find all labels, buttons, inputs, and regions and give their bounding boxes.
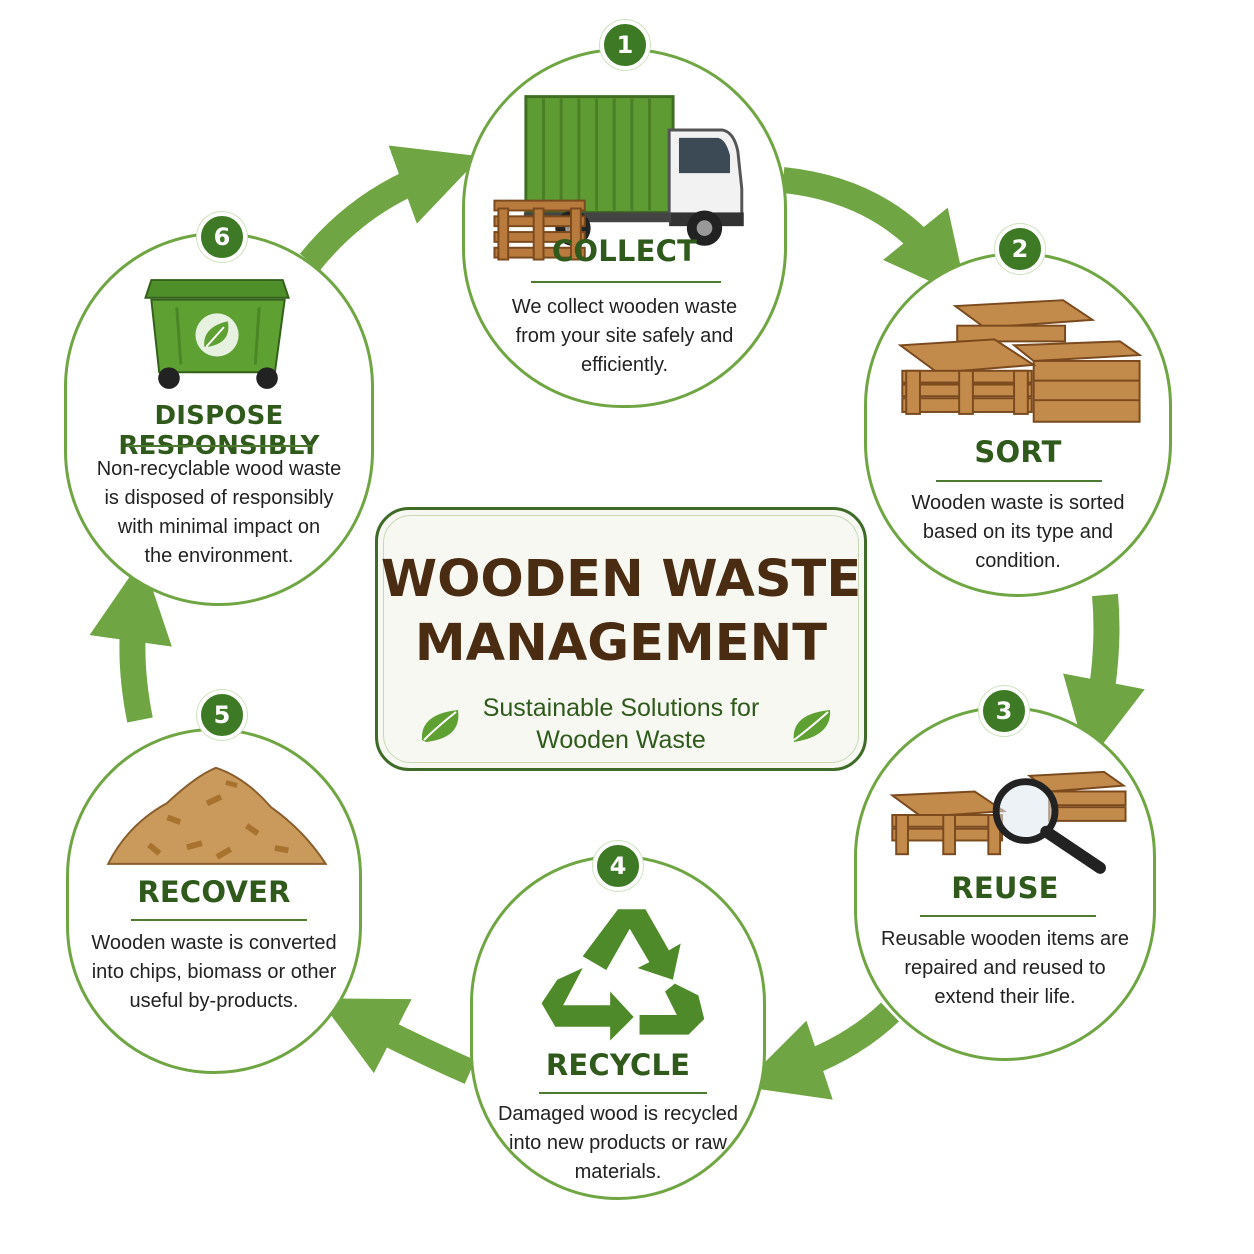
step-card-sort: SORT Wooden waste is sorted based on its…: [864, 252, 1172, 597]
arrow-reuse-to-recycle: [740, 1002, 899, 1100]
divider: [920, 915, 1096, 917]
divider: [531, 281, 721, 283]
divider: [127, 445, 313, 447]
step-description-recover: Wooden waste is converted into chips, bi…: [91, 932, 337, 1012]
divider: [936, 480, 1102, 482]
arrow-collect-to-sort: [781, 167, 968, 299]
step-number-badge-4: 4: [593, 841, 643, 891]
step-title-collect: COLLECT: [551, 234, 698, 268]
pallets-with-magnifier-icon: [889, 770, 1127, 874]
step-card-recycle: RECYCLE Damaged wood is recycled into ne…: [470, 855, 766, 1200]
step-title-reuse: REUSE: [951, 871, 1059, 905]
step-number-badge-5: 5: [197, 690, 247, 740]
step-card-collect: COLLECT We collect wooden waste from you…: [462, 48, 787, 408]
main-title: WOODEN WASTE MANAGEMENT: [380, 550, 862, 673]
leaf-icon: [421, 710, 459, 742]
step-card-dispose: DISPOSE RESPONSIBLY Non-recyclable wood …: [64, 232, 374, 606]
step-number-badge-3: 3: [979, 686, 1029, 736]
step-description-reuse: Reusable wooden items are repaired and r…: [881, 928, 1129, 1008]
center-title-panel: WOODEN WASTE MANAGEMENT Sustainable Solu…: [375, 507, 867, 771]
step-description-sort: Wooden waste is sorted based on its type…: [911, 492, 1125, 572]
step-description-recycle: Damaged wood is recycled into new produc…: [497, 1103, 739, 1183]
step-title-dispose: DISPOSE RESPONSIBLY: [118, 401, 320, 461]
step-title-recover: RECOVER: [137, 875, 291, 909]
wood-chips-pile-icon: [106, 766, 328, 865]
arrow-recover-to-dispose: [89, 558, 172, 723]
arrow-sort-to-reuse: [1063, 593, 1145, 764]
subtitle: Sustainable Solutions for Wooden Waste: [482, 694, 760, 754]
stacked-pallets-and-crate-icon: [897, 299, 1143, 423]
step-description-collect: We collect wooden waste from your site s…: [511, 296, 738, 376]
leaf-icon: [793, 710, 831, 742]
recycle-symbol-icon: [541, 909, 705, 1041]
step-number-badge-6: 6: [197, 212, 247, 262]
green-waste-bin-icon: [144, 279, 290, 389]
divider: [131, 919, 307, 921]
step-title-recycle: RECYCLE: [545, 1048, 691, 1082]
arrow-recycle-to-recover: [318, 998, 476, 1084]
step-title-sort: SORT: [974, 435, 1062, 469]
step-card-recover: RECOVER Wooden waste is converted into c…: [66, 728, 362, 1074]
truck-with-pallets-icon: [493, 95, 744, 261]
step-number-badge-2: 2: [995, 224, 1045, 274]
divider: [539, 1092, 707, 1094]
arrow-dispose-to-collect: [299, 145, 481, 271]
step-card-reuse: REUSE Reusable wooden items are repaired…: [854, 706, 1156, 1061]
step-number-badge-1: 1: [600, 20, 650, 70]
step-description-dispose: Non-recyclable wood waste is disposed of…: [96, 458, 342, 567]
